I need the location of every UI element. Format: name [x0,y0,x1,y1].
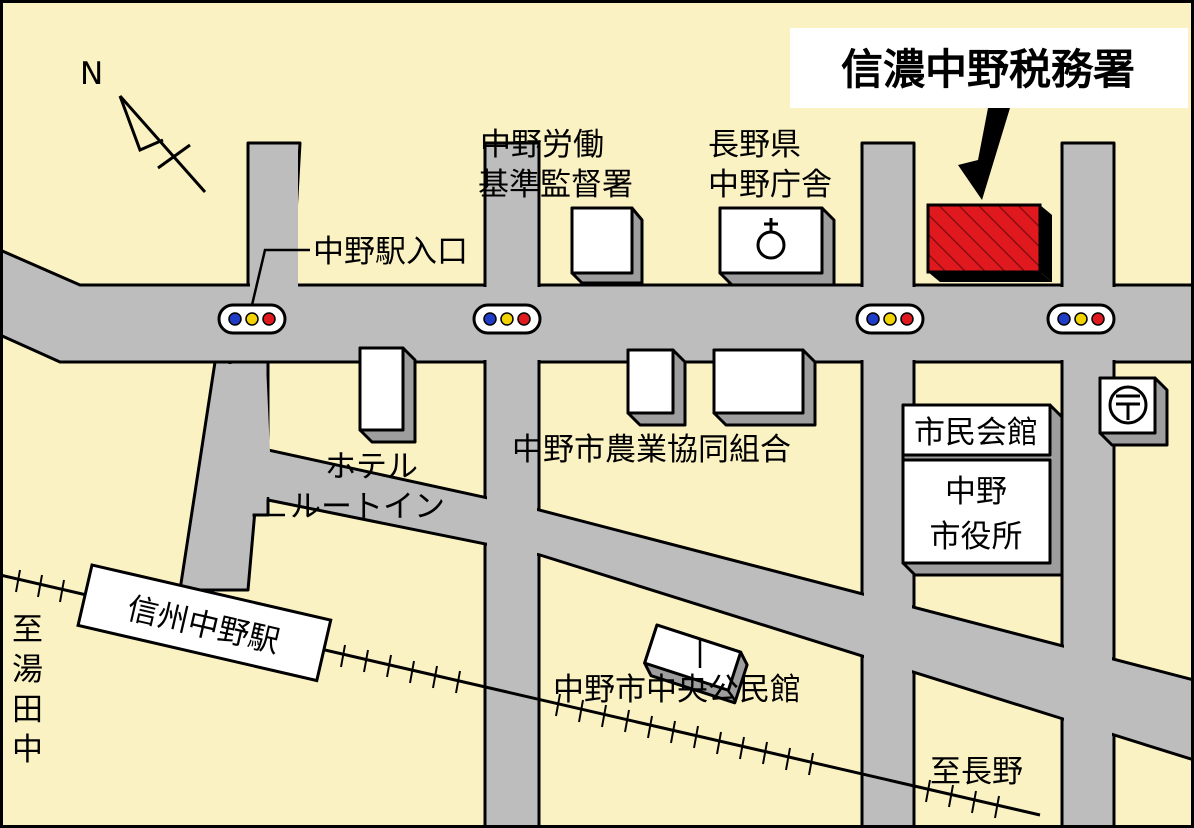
label-agri-coop: 中野市農業協同組合 [512,432,791,468]
label-hotel-1: ホテル [325,449,418,485]
prefecture-office-building [718,206,836,287]
label-civic-hall: 市民会館 [914,415,1038,451]
traffic-signal-4 [1046,303,1116,335]
label-prefecture-1: 長野県 [708,127,801,163]
label-to-yudanaka-3: 田 [12,692,43,728]
agri-coop-building-2 [712,348,817,427]
government-office-mark-icon [756,218,786,260]
pointer-arrow [958,108,1010,200]
traffic-signal-3 [855,303,925,335]
buildings [358,206,1169,705]
label-city-hall-2: 市役所 [930,519,1023,555]
label-community-center: 中野市中央公民館 [553,672,801,708]
hotel-building [358,346,417,444]
map-labels: 中野労働 基準監督署 長野県 中野庁舎 中野駅入口 ホテル ルートイン 中野市農… [12,127,1038,790]
traffic-signal-2 [472,303,542,335]
label-to-nagano: 至長野 [930,754,1023,790]
post-office-mark-icon [1108,385,1148,425]
label-labor-office-2: 基準監督署 [478,167,633,203]
label-to-yudanaka-2: 湯 [12,652,43,688]
page-title: 信濃中野税務署 [841,45,1135,94]
title-box: 信濃中野税務署 [790,28,1188,108]
tax-office-building [926,203,1052,282]
label-to-yudanaka-1: 至 [12,612,43,648]
leader-lines [250,248,702,668]
north-arrow-icon [118,95,207,193]
label-prefecture-2: 中野庁舎 [708,167,832,203]
agri-coop-building-1 [626,348,687,427]
label-labor-office-1: 中野労働 [480,127,604,163]
label-to-yudanaka-4: 中 [12,732,43,768]
label-hotel-2: ルートイン [290,489,445,525]
traffic-signal-1 [217,303,287,335]
community-center-building [643,623,749,705]
labor-office-building [570,206,644,285]
label-station-entrance: 中野駅入口 [313,234,468,270]
traffic-signals [217,303,1116,335]
station-box: 信州中野駅 [76,563,333,683]
label-city-hall-1: 中野 [945,474,1007,510]
civic-hall-building [901,403,1064,577]
north-label: N [80,56,103,92]
